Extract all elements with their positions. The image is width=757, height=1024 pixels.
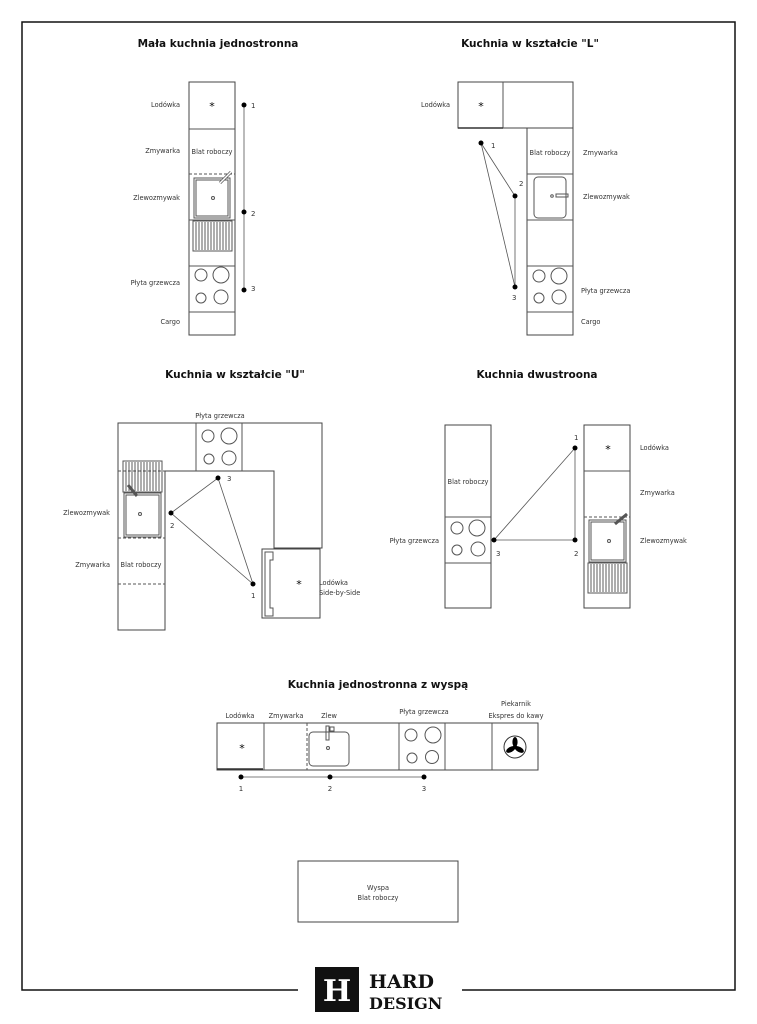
point-label: 2 xyxy=(574,550,578,558)
point-label: 2 xyxy=(519,180,523,188)
diagram-small-kitchen: Mała kuchnia jednostronna * Blat roboczy… xyxy=(131,38,299,336)
label-hob: Płyta grzewcza xyxy=(195,412,244,420)
point-label: 2 xyxy=(170,522,174,530)
island-counter-label: Blat roboczy xyxy=(358,894,399,902)
label-fridge: Lodówka xyxy=(421,101,450,109)
diagram-title: Kuchnia dwustroona xyxy=(476,369,597,381)
label-cargo: Cargo xyxy=(581,318,600,326)
fridge-icon: * xyxy=(209,100,215,113)
work-triangle: 1 2 3 xyxy=(241,102,255,293)
side-by-side-fridge-icon: * xyxy=(261,548,321,619)
point-label: 1 xyxy=(251,592,255,600)
point-label: 2 xyxy=(328,785,332,793)
label-fridge: Lodówka xyxy=(640,444,669,452)
diagram-title: Kuchnia w kształcie "U" xyxy=(165,369,305,381)
label-fridge: Lodówka xyxy=(226,712,255,720)
label-fridge-type: Side-by-Side xyxy=(319,589,360,597)
label-sink: Zlewozmywak xyxy=(63,509,110,517)
diagram-l-kitchen: Kuchnia w kształcie "L" * Blat roboczy L… xyxy=(421,38,630,336)
point-label: 1 xyxy=(491,142,495,150)
work-triangle: 1 2 3 xyxy=(168,475,256,600)
label-oven: Piekarnik xyxy=(501,700,531,708)
label-hob: Płyta grzewcza xyxy=(131,279,180,287)
fridge-icon: * xyxy=(478,100,484,113)
drainer-icon xyxy=(122,460,163,493)
label-dishwasher: Zmywarka xyxy=(583,149,618,157)
logo-line1: HARD xyxy=(369,971,434,993)
drainer-icon xyxy=(587,562,628,594)
label-hob: Płyta grzewcza xyxy=(390,537,439,545)
point-label: 2 xyxy=(251,210,255,218)
counter-label: Blat roboczy xyxy=(448,478,489,486)
label-sink: Zlewozmywak xyxy=(133,194,180,202)
point-label: 3 xyxy=(251,285,255,293)
sink-icon xyxy=(588,512,628,563)
hard-design-logo: H HARD DESIGN xyxy=(315,967,442,1013)
label-dishwasher: Zmywarka xyxy=(145,147,180,155)
diagram-title: Kuchnia w kształcie "L" xyxy=(461,38,599,50)
sink-icon xyxy=(193,170,233,219)
label-coffee-machine: Ekspres do kawy xyxy=(488,712,543,720)
sink-icon xyxy=(533,176,569,219)
hob-icon xyxy=(404,726,442,764)
counter-label: Blat roboczy xyxy=(121,561,162,569)
label-hob: Płyta grzewcza xyxy=(399,708,448,716)
label-dishwasher: Zmywarka xyxy=(75,561,110,569)
diagram-u-kitchen: Kuchnia w kształcie "U" Płyta grzewcza B… xyxy=(63,369,360,631)
work-triangle: 1 2 3 xyxy=(491,434,578,558)
logo-mark: H xyxy=(323,974,351,1009)
label-fridge: Lodówka xyxy=(319,579,348,587)
point-label: 1 xyxy=(251,102,255,110)
point-label: 3 xyxy=(496,550,500,558)
counter-label: Blat roboczy xyxy=(530,149,571,157)
point-label: 1 xyxy=(574,434,578,442)
fridge-icon: * xyxy=(239,742,245,755)
work-line: 1 2 3 xyxy=(238,774,427,793)
diagram-two-sided-kitchen: Kuchnia dwustroona Blat roboczy * Płyta … xyxy=(390,369,687,609)
label-sink: Zlewozmywak xyxy=(583,193,630,201)
label-hob: Płyta grzewcza xyxy=(581,287,630,295)
logo-line2: DESIGN xyxy=(369,994,442,1013)
point-label: 3 xyxy=(512,294,516,302)
point-label: 3 xyxy=(227,475,231,483)
point-label: 3 xyxy=(422,785,426,793)
work-triangle: 1 2 3 xyxy=(478,140,523,302)
label-dishwasher: Zmywarka xyxy=(640,489,675,497)
island: Wyspa Blat roboczy xyxy=(297,860,459,923)
label-sink: Zlew xyxy=(321,712,337,720)
sink-icon xyxy=(123,484,162,538)
sink-icon xyxy=(308,725,350,767)
oven-fan-icon xyxy=(503,735,527,759)
point-label: 1 xyxy=(239,785,243,793)
counter-label: Blat roboczy xyxy=(192,148,233,156)
page-frame xyxy=(21,21,736,991)
hob-icon xyxy=(201,427,238,466)
fridge-icon: * xyxy=(605,443,611,456)
hob-icon xyxy=(532,267,568,305)
fridge-icon: * xyxy=(296,578,302,591)
diagram-title: Mała kuchnia jednostronna xyxy=(138,38,299,50)
hob-icon xyxy=(194,266,230,305)
diagram-island-kitchen: Kuchnia jednostronna z wyspą Lodówka Zmy… xyxy=(216,679,544,923)
label-sink: Zlewozmywak xyxy=(640,537,687,545)
label-cargo: Cargo xyxy=(161,318,180,326)
island-label: Wyspa xyxy=(367,884,389,892)
drainer-icon xyxy=(192,220,233,252)
label-fridge: Lodówka xyxy=(151,101,180,109)
label-dishwasher: Zmywarka xyxy=(269,712,304,720)
diagram-title: Kuchnia jednostronna z wyspą xyxy=(288,679,468,691)
hob-icon xyxy=(450,519,486,557)
